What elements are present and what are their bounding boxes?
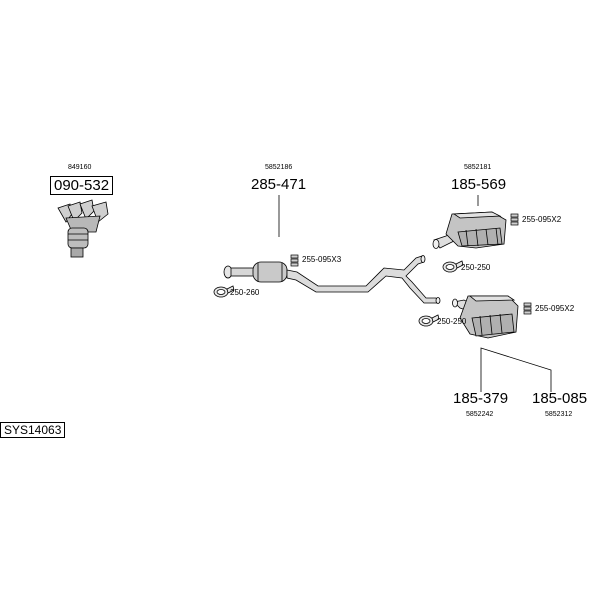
rear-box-lower-a-ref: 5852242 <box>466 411 494 418</box>
system-code: SYS14063 <box>0 422 66 438</box>
manifold-ref: 849160 <box>68 164 92 171</box>
front-pipe-part-number[interactable]: 285-471 <box>251 176 307 193</box>
rubber-mount-icon <box>510 213 519 226</box>
clamp-icon <box>418 314 440 327</box>
rear-box-upper-part-number[interactable]: 185-569 <box>451 176 507 193</box>
clamp-front-label[interactable]: 250-260 <box>230 288 260 297</box>
rear-box-lower-b-ref: 5852312 <box>545 411 573 418</box>
front-pipe-ref: 5852186 <box>265 164 293 171</box>
exhaust-manifold-drawing <box>57 199 109 258</box>
rubber-mount-icon <box>290 254 299 267</box>
manifold-part-number[interactable]: 090-532 <box>50 176 114 195</box>
leader-line-185-379-185-085 <box>480 347 552 392</box>
rear-box-lower-b-part-number[interactable]: 185-085 <box>532 390 588 407</box>
rear-silencer-lower-drawing <box>452 295 519 339</box>
rear-box-lower-a-part-number[interactable]: 185-379 <box>453 390 509 407</box>
front-pipe-drawing <box>223 255 441 304</box>
rear-box-upper-ref: 5852181 <box>464 164 492 171</box>
clamp-icon <box>213 285 235 298</box>
mount-lower-label[interactable]: 255-095X2 <box>535 304 575 313</box>
mount-upper-label[interactable]: 255-095X2 <box>522 215 562 224</box>
rubber-mount-icon <box>523 302 532 315</box>
clamp-lower-label[interactable]: 250-250 <box>437 317 467 326</box>
rear-silencer-upper-drawing <box>432 211 507 249</box>
mount-front-label[interactable]: 255-095X3 <box>302 255 342 264</box>
clamp-icon <box>442 260 464 273</box>
clamp-upper-label[interactable]: 250-250 <box>461 263 491 272</box>
